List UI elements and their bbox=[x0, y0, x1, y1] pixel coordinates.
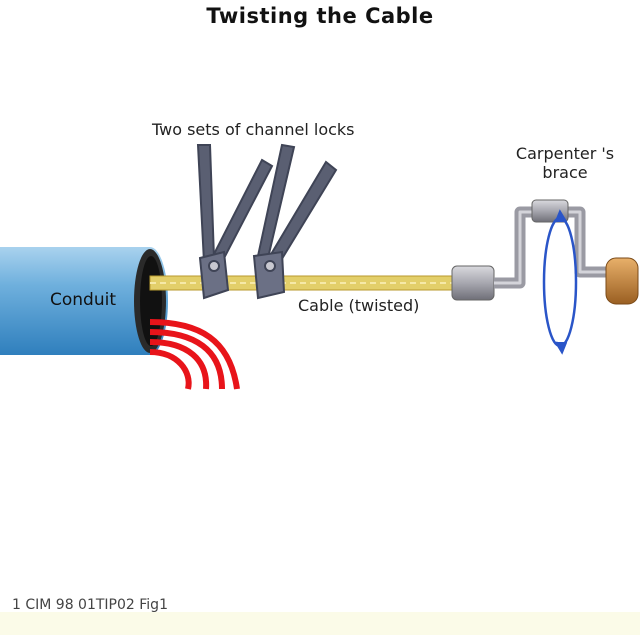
cable-label: Cable (twisted) bbox=[298, 296, 420, 315]
carpenters-brace-label: Carpenter 's brace bbox=[500, 144, 630, 182]
brace-label-line2: brace bbox=[542, 163, 588, 182]
conduit-label: Conduit bbox=[50, 290, 116, 310]
figure-caption: 1 CIM 98 01TIP02 Fig1 bbox=[12, 597, 168, 613]
channel-lock-pliers-2 bbox=[252, 143, 338, 300]
brace-label-line1: Carpenter 's bbox=[515, 144, 615, 163]
conduit bbox=[0, 247, 168, 355]
diagram-title: Twisting the Cable bbox=[206, 4, 434, 28]
carpenters-brace bbox=[451, 199, 639, 305]
cable bbox=[149, 275, 461, 291]
channel-lock-pliers-1 bbox=[196, 144, 274, 300]
channel-locks-label: Two sets of channel locks bbox=[152, 120, 355, 139]
rotation-arrow bbox=[542, 209, 578, 355]
wires bbox=[149, 319, 240, 390]
footer-bar bbox=[0, 612, 640, 635]
